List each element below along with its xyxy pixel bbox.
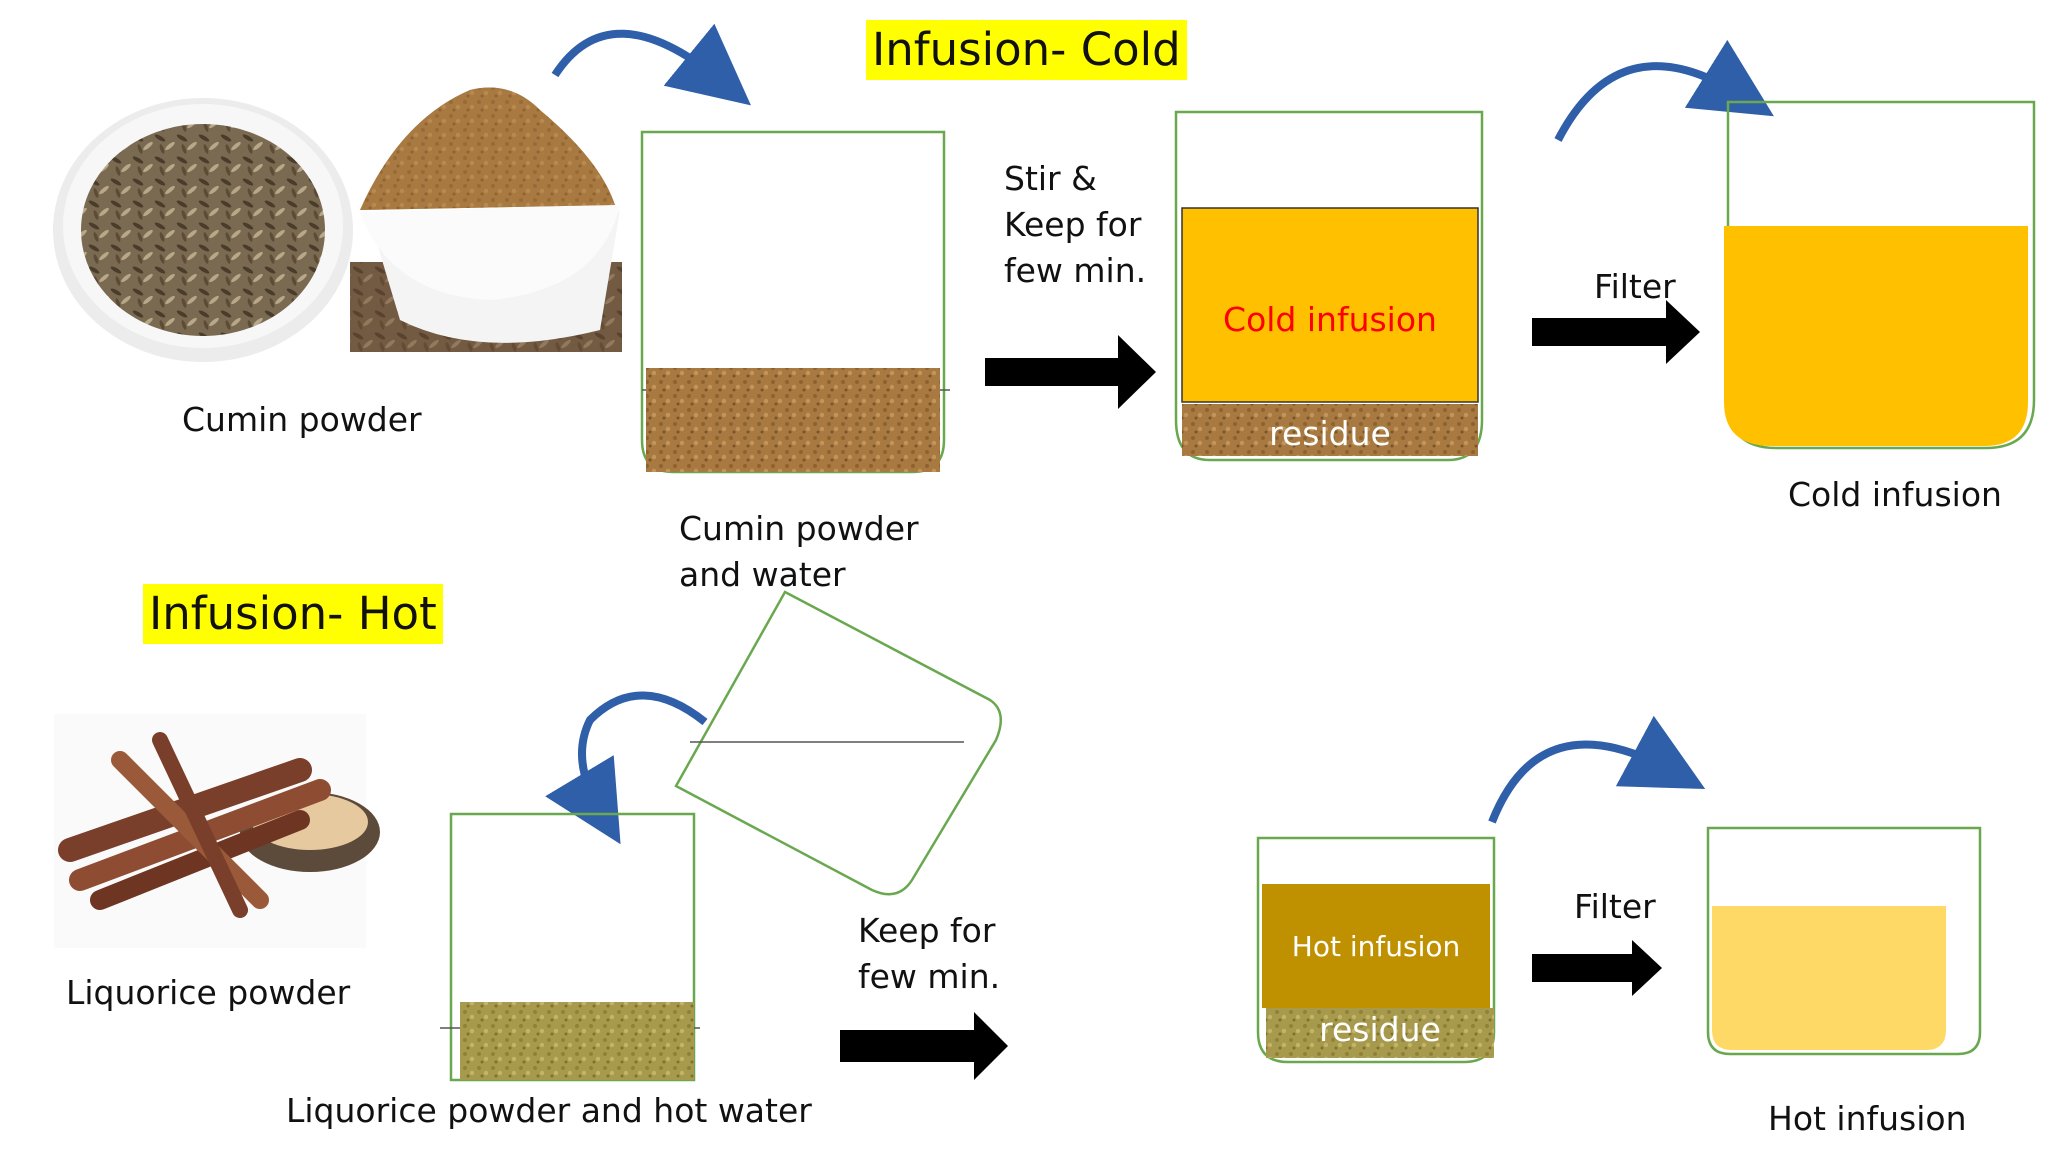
hot-result-label: Hot infusion xyxy=(1768,1099,1967,1138)
step-label-line3: few min. xyxy=(1004,251,1147,290)
liquorice-powder-label: Liquorice powder xyxy=(66,973,351,1012)
cold-infusion-liquid xyxy=(1181,207,1479,403)
right-arrow-icon xyxy=(985,335,1156,409)
curved-arrow-icon xyxy=(1554,39,1774,142)
cumin-powder-layer xyxy=(646,368,940,472)
hot-filter-label: Filter xyxy=(1574,887,1656,926)
hot-residue-label: residue xyxy=(1319,1010,1441,1049)
hot-mix-label: Liquorice powder and hot water xyxy=(286,1091,812,1130)
residue-layer xyxy=(1266,1008,1494,1058)
cumin-powder-label: Cumin powder xyxy=(182,400,422,439)
cumin-powder-bowl-image xyxy=(350,87,622,352)
hot-infusion-title: Infusion- Hot xyxy=(143,584,443,644)
cold-result-label: Cold infusion xyxy=(1788,475,2002,514)
cold-infusion-liquid-label: Cold infusion xyxy=(1223,300,1437,339)
hot-filtered-liquid xyxy=(1712,906,1946,1050)
hot-infusion-liquid xyxy=(1262,884,1490,1008)
infusion-beaker xyxy=(1174,110,1484,462)
curved-arrow-icon xyxy=(551,23,751,106)
cold-infusion-title: Infusion- Cold xyxy=(866,20,1187,80)
mix-label-line2: and water xyxy=(679,555,846,594)
residue-label: residue xyxy=(1269,414,1391,453)
hot-step-label-line1: Keep for xyxy=(858,911,996,950)
cold-filtered-liquid xyxy=(1724,226,2028,446)
step-label-line1: Stir & xyxy=(1004,159,1097,198)
mix-label-line1: Cumin powder xyxy=(679,509,919,548)
curved-arrow-icon xyxy=(545,691,708,845)
cumin-seeds-bowl-image xyxy=(53,98,353,362)
right-arrow-icon xyxy=(1532,940,1662,996)
liquorice-sticks-image xyxy=(54,714,380,948)
pouring-beaker xyxy=(674,590,1003,896)
hot-infusion-liquid-label: Hot infusion xyxy=(1291,930,1461,963)
filter-label: Filter xyxy=(1594,267,1676,306)
liquorice-powder-layer xyxy=(460,1002,694,1080)
step-label-line2: Keep for xyxy=(1004,205,1142,244)
right-arrow-icon xyxy=(1532,300,1700,364)
right-arrow-icon xyxy=(840,1012,1008,1080)
residue-layer xyxy=(1182,404,1478,456)
curved-arrow-icon xyxy=(1488,715,1706,824)
hot-result-beaker xyxy=(1706,826,1982,1056)
hot-step-label-line2: few min. xyxy=(858,957,1001,996)
